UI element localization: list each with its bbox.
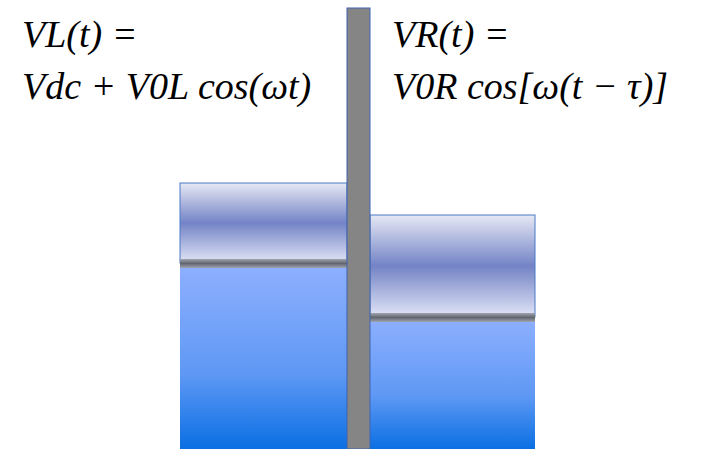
voltage-label: Vdc + V0L cos(ωt)	[22, 66, 311, 108]
left-surface	[180, 259, 347, 268]
right-electrode	[370, 215, 535, 317]
voltage-label: V0R cos[ω(t − τ)]	[392, 66, 668, 108]
voltage-label: VL(t) =	[22, 14, 137, 56]
voltage-label: VR(t) =	[392, 14, 509, 56]
right-liquid	[370, 317, 535, 449]
divider-plate	[347, 8, 370, 449]
left-liquid	[180, 263, 347, 449]
right-surface	[370, 313, 535, 322]
left-electrode	[180, 183, 347, 263]
